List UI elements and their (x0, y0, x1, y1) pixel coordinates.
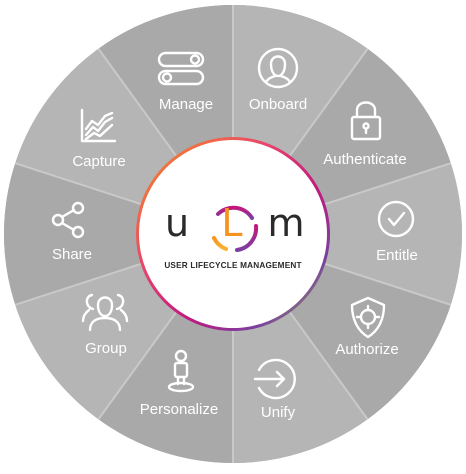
wheel-segments (3, 5, 462, 463)
hub-disc (139, 140, 327, 328)
arrow-into-circle-icon (253, 358, 296, 400)
segment-label-share: Share (52, 246, 92, 263)
segment-divider (324, 263, 452, 306)
segment-label-authenticate: Authenticate (323, 151, 406, 168)
segment-divider (14, 162, 142, 205)
segment-divider (289, 48, 369, 157)
shield-target-icon (350, 296, 386, 339)
logo-arc-right-icon (235, 224, 259, 252)
segment-divider (97, 311, 177, 420)
person-outline-icon (257, 47, 299, 89)
check-circle-icon (377, 200, 415, 238)
logo-letter-m: m (267, 201, 304, 245)
wheel-labels: Onboard Authenticate Entitle Authorize U… (52, 96, 418, 421)
segment-divider (97, 48, 177, 157)
padlock-icon (350, 101, 382, 141)
segment-label-onboard: Onboard (249, 96, 307, 113)
logo-letter-l: L (221, 201, 242, 245)
segment-label-authorize: Authorize (335, 341, 398, 358)
segment-unify (233, 312, 368, 463)
segment-label-unify: Unify (261, 404, 296, 421)
logo-letter-u: u (165, 201, 189, 245)
share-icon (51, 201, 85, 239)
logo-subtitle: USER LIFECYCLE MANAGEMENT (164, 261, 301, 270)
segment-personalize (98, 312, 233, 463)
segment-onboard (233, 5, 368, 156)
logo-arc-top-icon (216, 205, 254, 220)
segment-divider (324, 162, 452, 205)
center-hub: u L m USER LIFECYCLE MANAGEMENT (136, 137, 330, 331)
segment-group (15, 263, 176, 420)
segment-label-entitle: Entitle (376, 247, 418, 264)
segment-label-group: Group (85, 340, 127, 357)
segment-authenticate (290, 48, 451, 205)
group-people-icon (81, 293, 129, 332)
segment-label-personalize: Personalize (140, 401, 218, 418)
segment-authorize (290, 263, 451, 420)
ulm-logo: u L m (165, 201, 305, 252)
segment-divider (14, 263, 142, 306)
person-on-pedestal-icon (167, 349, 195, 393)
segment-entitle (325, 163, 462, 305)
segment-label-manage: Manage (159, 96, 213, 113)
toggle-switches-icon (157, 51, 205, 86)
line-chart-icon (80, 108, 117, 143)
segment-capture (15, 48, 176, 205)
segment-label-capture: Capture (72, 153, 125, 170)
wheel-icons (51, 47, 415, 400)
logo-arc-left-icon (212, 236, 228, 251)
segment-divider (289, 311, 369, 420)
